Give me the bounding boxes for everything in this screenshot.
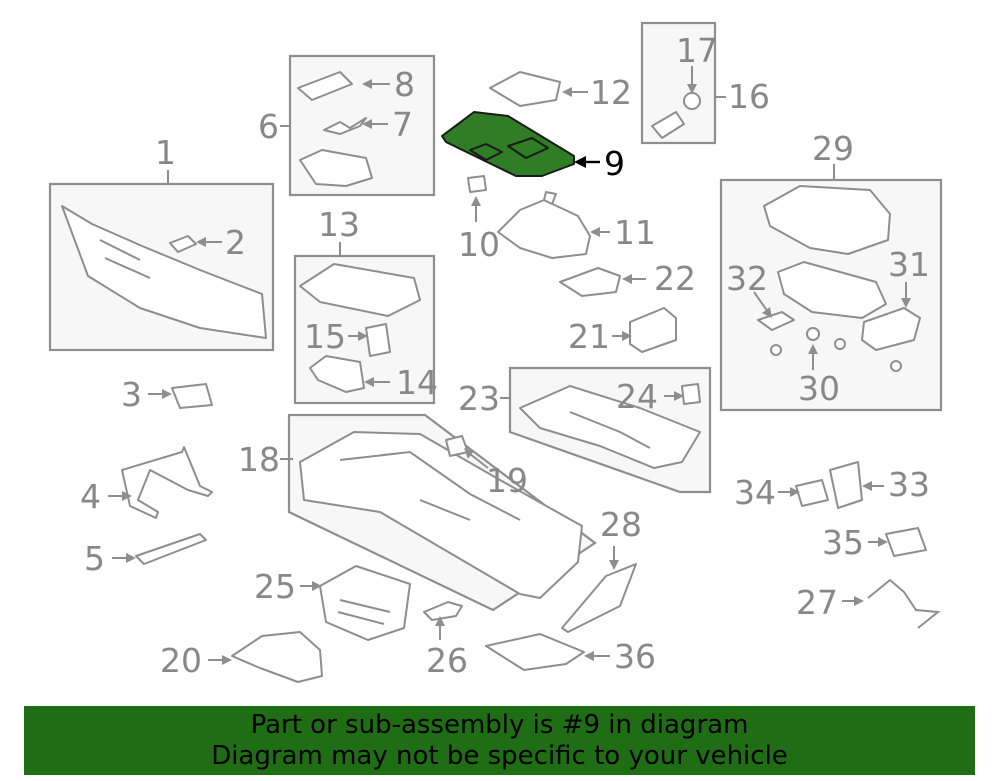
callout-label-5: 5 (84, 539, 105, 578)
callout-label-29: 29 (812, 129, 854, 168)
callout-label-30: 30 (798, 369, 840, 408)
callout-label-22: 22 (654, 259, 696, 298)
part-31-latch (861, 307, 921, 351)
part-23-upper-panel (519, 385, 701, 469)
callout-label-14: 14 (396, 363, 438, 402)
callout-label-26: 26 (426, 641, 468, 680)
callout-label-8: 8 (394, 65, 415, 104)
callout-label-15: 15 (304, 317, 346, 356)
part-8-lid (297, 71, 353, 101)
part-22-trim (559, 267, 621, 297)
part-35-switch (885, 527, 927, 557)
callout-label-4: 4 (80, 477, 101, 516)
callout-label-9: 9 (604, 144, 625, 183)
callout-label-19: 19 (486, 461, 528, 500)
part-7-spring (323, 117, 367, 135)
callout-label-24: 24 (616, 377, 658, 416)
part-10-clip (467, 175, 487, 193)
part-20-bracket (231, 631, 323, 683)
part-28-cover (561, 563, 637, 633)
callout-label-32: 32 (726, 259, 768, 298)
callout-label-6: 6 (258, 107, 279, 146)
callout-label-2: 2 (225, 223, 246, 262)
callout-label-7: 7 (392, 105, 413, 144)
part-29-base (777, 261, 887, 319)
callout-label-33: 33 (888, 465, 930, 504)
part-36-panel (485, 633, 585, 671)
screw (890, 360, 902, 372)
callout-label-36: 36 (614, 637, 656, 676)
part-30-screw (806, 327, 820, 341)
part-14-bracket (309, 355, 365, 393)
parts-diagram: 1 2 3 4 5 6 7 8 9 10 11 12 13 14 15 16 1… (48, 21, 943, 683)
callout-label-27: 27 (796, 583, 838, 622)
part-9-cup-holder-cover (441, 111, 575, 177)
callout-label-23: 23 (458, 379, 500, 418)
callout-label-17: 17 (676, 31, 718, 70)
part-5-bracket (135, 533, 207, 565)
callout-label-12: 12 (590, 73, 632, 112)
part-21-switch (629, 307, 677, 353)
part-27-wire-harness (867, 578, 941, 629)
callout-label-1: 1 (155, 133, 176, 172)
part-11-shift-boot (497, 191, 591, 259)
info-banner: Part or sub-assembly is #9 in diagram Di… (24, 706, 975, 775)
part-34-switch (795, 479, 829, 507)
part-13-shift-panel (299, 263, 421, 317)
screw (834, 338, 846, 350)
callout-label-16: 16 (728, 77, 770, 116)
part-18-console-box (299, 431, 583, 599)
callout-label-21: 21 (568, 317, 610, 356)
banner-line-part-number: Part or sub-assembly is #9 in diagram (250, 710, 749, 740)
part-26-bracket (423, 601, 463, 621)
callout-label-35: 35 (822, 523, 864, 562)
part-2-clip (169, 235, 197, 253)
part-4-bracket (121, 446, 213, 519)
part-25-storage-box (319, 565, 411, 641)
callout-label-20: 20 (160, 641, 202, 680)
part-6-lid-assembly (299, 149, 373, 187)
callout-label-10: 10 (458, 225, 500, 264)
callout-label-11: 11 (614, 213, 656, 252)
banner-line-disclaimer: Diagram may not be specific to your vehi… (211, 741, 788, 771)
part-32-clip (757, 311, 795, 331)
part-16-17-lighter (651, 92, 701, 139)
part-3-bracket (171, 383, 213, 409)
screw (770, 344, 782, 356)
part-12-mat (489, 71, 561, 107)
callout-label-28: 28 (600, 505, 642, 544)
part-15-switch (365, 323, 391, 357)
part-19-clip (445, 435, 469, 457)
callout-label-31: 31 (888, 245, 930, 284)
callout-label-25: 25 (254, 567, 296, 606)
callout-label-3: 3 (121, 375, 142, 414)
part-33-switch (829, 461, 863, 509)
callout-label-34: 34 (734, 473, 776, 512)
callout-label-18: 18 (238, 440, 280, 479)
part-29-armrest (763, 185, 891, 255)
part-1-console-side-panel (61, 205, 267, 339)
callout-label-13: 13 (318, 205, 360, 244)
part-24-clip (681, 383, 701, 405)
